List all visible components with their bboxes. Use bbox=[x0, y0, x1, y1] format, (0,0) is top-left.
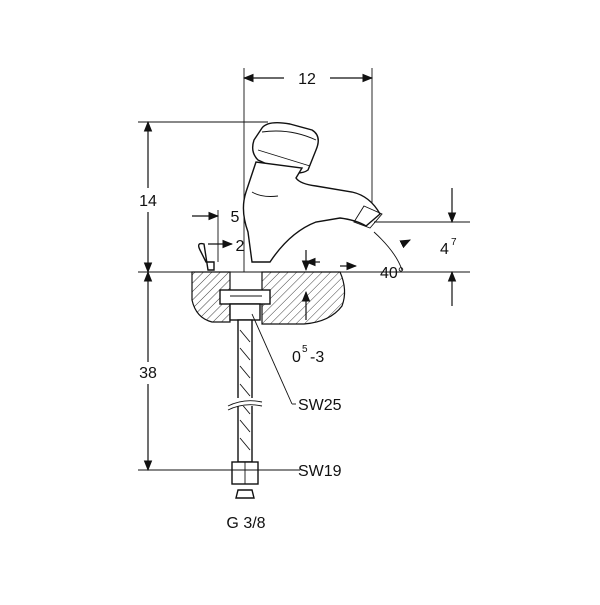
dim-height-lower: 38 bbox=[139, 365, 157, 382]
leader-lines bbox=[251, 313, 296, 471]
dim-width-top: 12 bbox=[298, 71, 316, 88]
dim-inner-a: 5 bbox=[231, 209, 240, 226]
dim-counter-b: -3 bbox=[310, 349, 324, 366]
dim-counter-sup: 5 bbox=[302, 344, 308, 355]
dimension-height-14: 14 bbox=[139, 120, 157, 274]
label-wrench-lower: SW19 bbox=[298, 463, 342, 480]
dim-spout-height-sup: 7 bbox=[451, 237, 457, 248]
dim-spout-height: 4 bbox=[440, 241, 449, 258]
angle-base-40: 40° bbox=[304, 231, 411, 282]
dimension-spout-height: 4 7 bbox=[440, 188, 457, 306]
countertop-section bbox=[191, 242, 346, 325]
faucet-body bbox=[242, 161, 383, 263]
dim-counter-a: 0 bbox=[292, 349, 301, 366]
dim-inner-b: 2 bbox=[236, 238, 245, 255]
dimension-width-12: 12 bbox=[242, 71, 374, 88]
lower-nut bbox=[231, 461, 259, 499]
label-thread: G 3/8 bbox=[226, 515, 265, 532]
label-wrench-upper: SW25 bbox=[298, 397, 342, 414]
angle-base-label: 40° bbox=[380, 265, 404, 282]
dim-height-upper: 14 bbox=[139, 193, 157, 210]
faucet-head bbox=[251, 121, 319, 174]
dimension-height-38: 38 bbox=[139, 270, 157, 472]
